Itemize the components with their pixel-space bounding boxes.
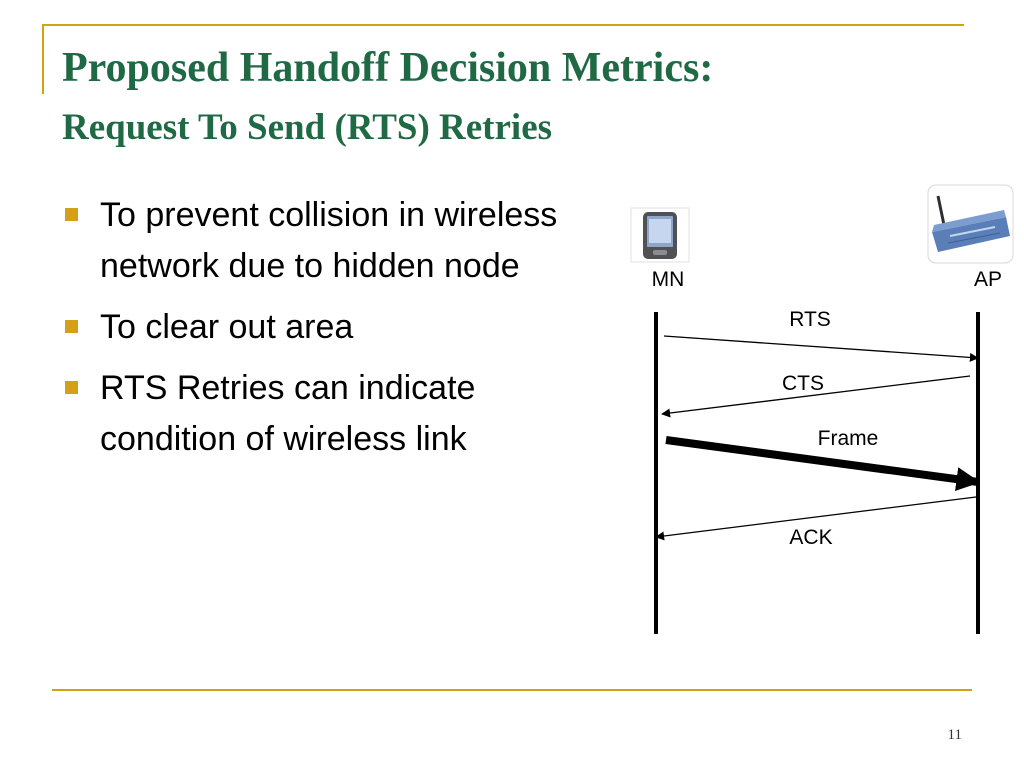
- bullet-text: To prevent collision in wireless network…: [100, 196, 558, 285]
- page-number: 11: [947, 727, 962, 743]
- wireless-router-icon: [927, 184, 1014, 264]
- cts-arrow: [661, 375, 971, 418]
- ack-arrow: [655, 496, 977, 541]
- pda-icon: [630, 207, 690, 263]
- frame-label: Frame: [818, 427, 879, 450]
- square-bullet-icon: [65, 320, 78, 333]
- top-border-line: [42, 24, 964, 26]
- bullet-text: To clear out area: [100, 308, 354, 346]
- slide-subtitle: Request To Send (RTS) Retries: [62, 107, 553, 148]
- cts-label: CTS: [782, 372, 824, 395]
- bullet-item: To clear out area: [62, 302, 602, 353]
- bullet-list: To prevent collision in wireless network…: [62, 190, 602, 475]
- frame-arrow: [665, 436, 981, 492]
- bullet-item: To prevent collision in wireless network…: [62, 190, 602, 292]
- slide-title: Proposed Handoff Decision Metrics:: [62, 45, 714, 91]
- bullet-text: RTS Retries can indicate condition of wi…: [100, 369, 476, 458]
- rts-arrow: [663, 335, 979, 362]
- ack-label: ACK: [789, 526, 832, 549]
- square-bullet-icon: [65, 381, 78, 394]
- mn-label: MN: [652, 268, 685, 291]
- bullet-item: RTS Retries can indicate condition of wi…: [62, 363, 602, 465]
- left-border-line: [42, 24, 44, 94]
- rts-label: RTS: [789, 308, 831, 331]
- ap-label: AP: [974, 268, 1002, 291]
- square-bullet-icon: [65, 208, 78, 221]
- bottom-border-line: [52, 689, 972, 691]
